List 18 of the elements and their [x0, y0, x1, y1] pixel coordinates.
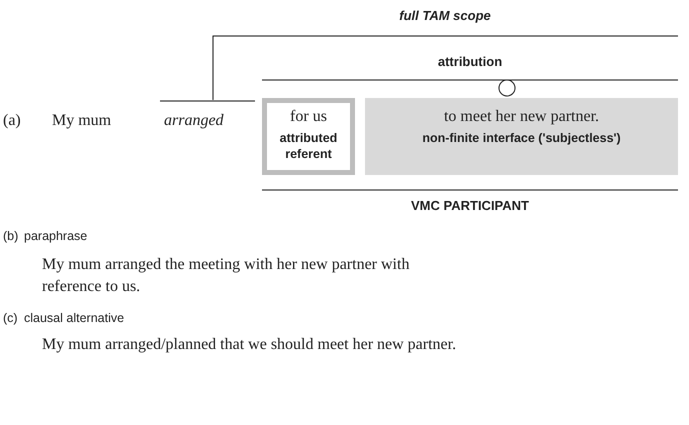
paraphrase-sentence: My mum arranged the meeting with her new partner with reference to us.: [42, 255, 410, 297]
example-number: (b): [3, 229, 18, 243]
participant-label: VMC PARTICIPANT: [411, 198, 529, 213]
example-text: for us: [290, 107, 327, 127]
example-text: My mum: [52, 112, 112, 130]
scope-label: full TAM scope: [399, 8, 491, 23]
example-number: (a): [3, 112, 21, 130]
verb-text: arranged: [164, 112, 224, 130]
section-label: paraphrase: [24, 229, 88, 243]
interface-box: [365, 98, 678, 175]
attribution-label: attribution: [438, 54, 502, 69]
example-text: to meet her new partner.: [444, 107, 600, 127]
alternative-sentence: My mum arranged/planned that we should meet her new partner.: [42, 336, 456, 354]
section-label: clausal alternative: [24, 311, 124, 325]
annotation-text: non-finite interface ('subjectless'): [422, 131, 621, 147]
example-number: (c): [3, 311, 18, 325]
annotation-text: attributed referent: [278, 131, 338, 162]
referent-box: [262, 98, 355, 175]
